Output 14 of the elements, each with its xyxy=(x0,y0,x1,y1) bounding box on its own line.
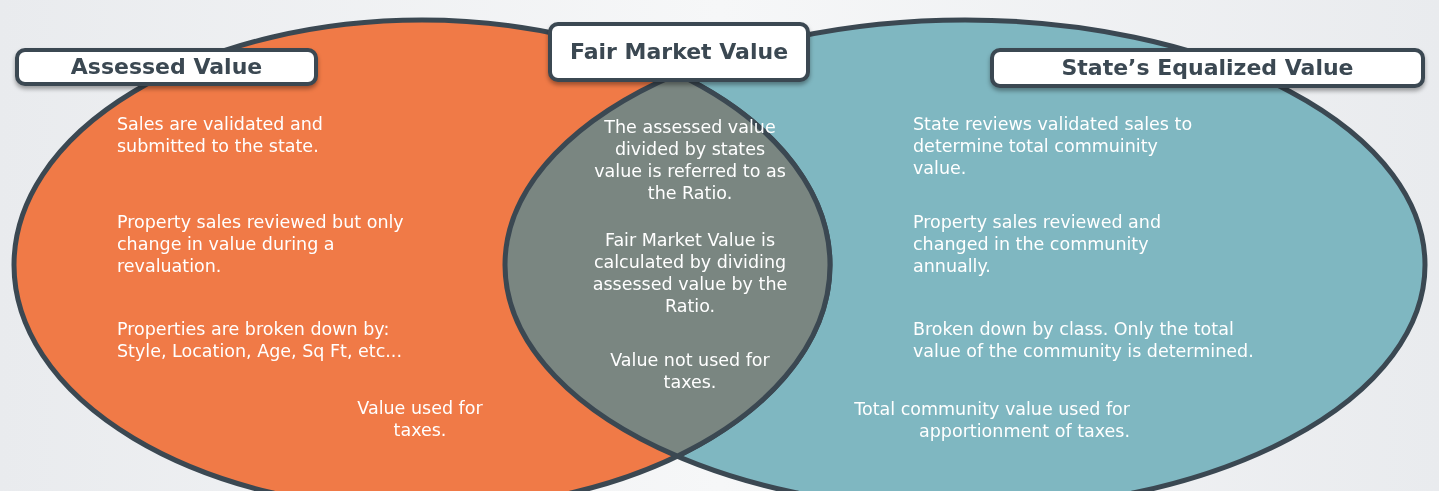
description-text: Fair Market Value is calculated by dividing assessed value by the Ratio. xyxy=(591,229,789,317)
description-text: Value used for taxes. xyxy=(356,397,484,441)
description-text: Value not used for taxes. xyxy=(609,349,771,393)
heading-tag: Assessed Value xyxy=(15,48,318,86)
description-text: State reviews validated sales to determine total commuinity value. xyxy=(913,113,1194,179)
description-text: The assessed value divided by states value is referred to as the Ratio. xyxy=(593,116,787,204)
description-text: Sales are validated and submitted to the state. xyxy=(117,113,324,157)
description-text: Broken down by class. Only the total value of the community is determined. xyxy=(913,318,1255,362)
heading-tag: State’s Equalized Value xyxy=(990,48,1425,88)
description-text: Property sales reviewed and changed in the community annually. xyxy=(913,211,1162,277)
heading-tag: Fair Market Value xyxy=(548,22,810,82)
description-text: Properties are broken down by: Style, Location, Age, Sq Ft, etc... xyxy=(117,318,403,362)
description-text: Property sales reviewed but only change in value during a revaluation. xyxy=(117,211,405,277)
description-text: Total community value used for apportionment of taxes. xyxy=(853,398,1130,442)
